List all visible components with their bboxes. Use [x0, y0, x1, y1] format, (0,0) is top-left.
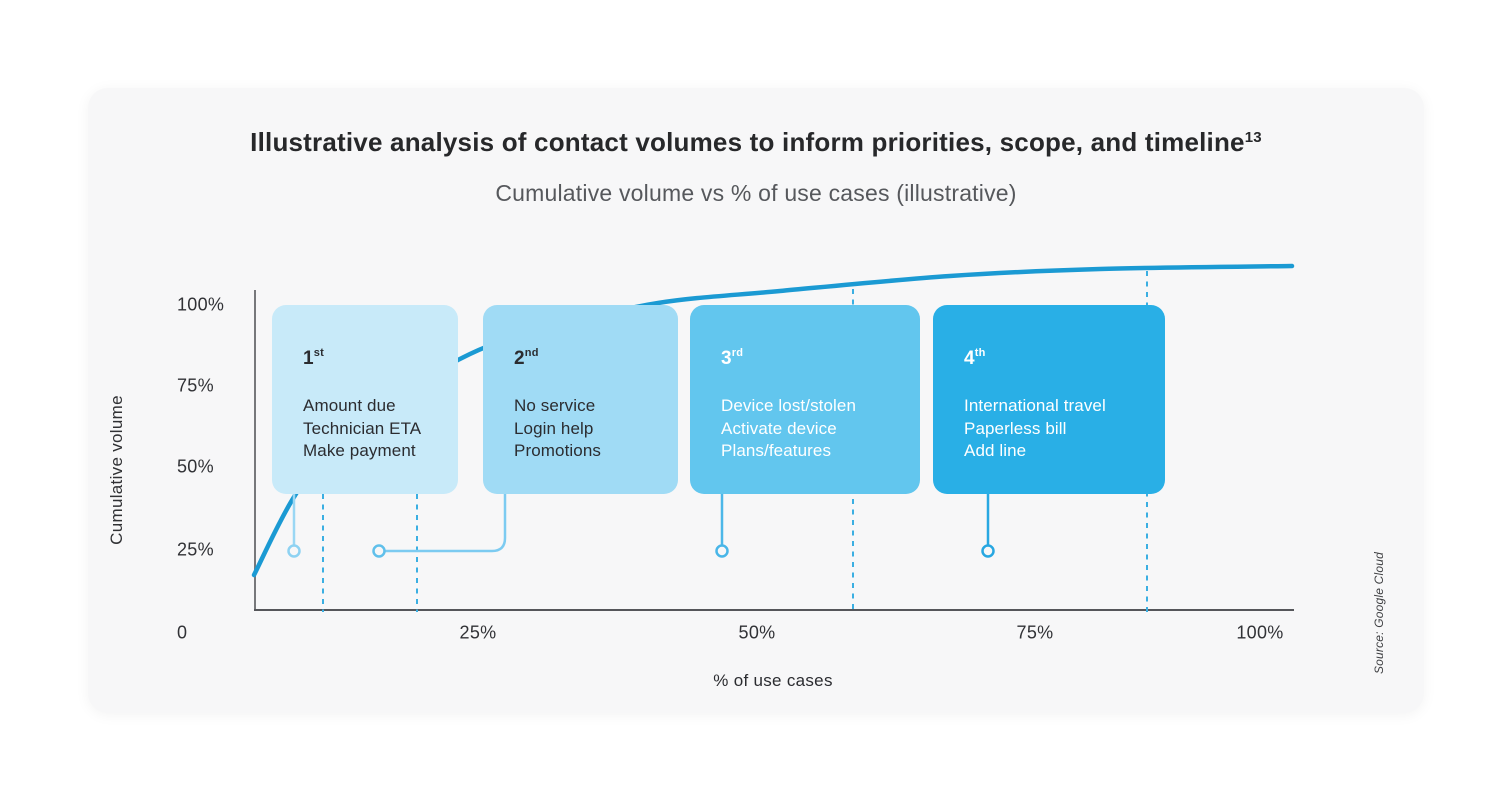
x-tick-50: 50%	[738, 622, 776, 643]
segment-rank: 1st	[303, 347, 324, 369]
segment-item: Activate device	[721, 418, 837, 438]
origin-tick-0: 0	[177, 622, 188, 643]
chart-subtitle: Cumulative volume vs % of use cases (ill…	[495, 180, 1017, 206]
segment-item: Paperless bill	[964, 418, 1067, 438]
y-tick-75: 75%	[177, 375, 214, 396]
y-axis-title: Cumulative volume	[107, 395, 126, 545]
segment-items: No service Login help Promotions	[514, 395, 654, 463]
segment-box-1st: 1st Amount due Technician ETA Make payme…	[272, 305, 458, 494]
source-note: Source: Google Cloud	[1372, 551, 1386, 675]
segment-item: Promotions	[514, 441, 601, 460]
segment-item: No service	[514, 396, 596, 415]
segment-item: International travel	[964, 396, 1106, 415]
segment-item: Device lost/stolen	[721, 396, 857, 415]
segment-marker-3	[715, 544, 729, 558]
y-tick-50: 50%	[177, 456, 214, 477]
segment-box-3rd: 3rd Device lost/stolen Activate device P…	[690, 305, 920, 494]
ordinal-suffix: th	[974, 347, 986, 359]
y-tick-25: 25%	[177, 539, 214, 560]
segment-item: Technician ETA	[303, 418, 422, 438]
segment-connector-2	[377, 492, 507, 553]
segment-rank: 4th	[964, 347, 986, 369]
segment-item: Amount due	[303, 396, 396, 415]
ordinal-suffix: st	[313, 347, 324, 359]
segment-marker-1	[287, 544, 301, 558]
x-tick-100: 100%	[1236, 622, 1284, 643]
page-title-text: Illustrative analysis of contact volumes…	[250, 127, 1245, 157]
y-tick-100: 100%	[177, 294, 225, 315]
segment-box-2nd: 2nd No service Login help Promotions	[483, 305, 678, 494]
segment-items: Device lost/stolen Activate device Plans…	[721, 395, 896, 463]
x-tick-75: 75%	[1016, 622, 1054, 643]
ordinal-suffix: rd	[731, 347, 744, 359]
segment-rank: 3rd	[721, 347, 744, 369]
x-axis-title: % of use cases	[713, 671, 833, 690]
page-title: Illustrative analysis of contact volumes…	[0, 127, 1512, 158]
footnote-superscript: 13	[1244, 129, 1262, 146]
segment-item: Make payment	[303, 441, 416, 460]
segment-marker-4	[981, 544, 995, 558]
segment-marker-2	[372, 544, 386, 558]
segment-items: Amount due Technician ETA Make payment	[303, 395, 434, 463]
segment-item: Login help	[514, 418, 594, 438]
segment-item: Plans/features	[721, 441, 832, 460]
segment-rank: 2nd	[514, 347, 539, 369]
segment-box-4th: 4th International travel Paperless bill …	[933, 305, 1165, 494]
x-tick-25: 25%	[459, 622, 497, 643]
ordinal-suffix: nd	[524, 347, 539, 359]
segment-items: International travel Paperless bill Add …	[964, 395, 1141, 463]
segment-item: Add line	[964, 441, 1027, 460]
